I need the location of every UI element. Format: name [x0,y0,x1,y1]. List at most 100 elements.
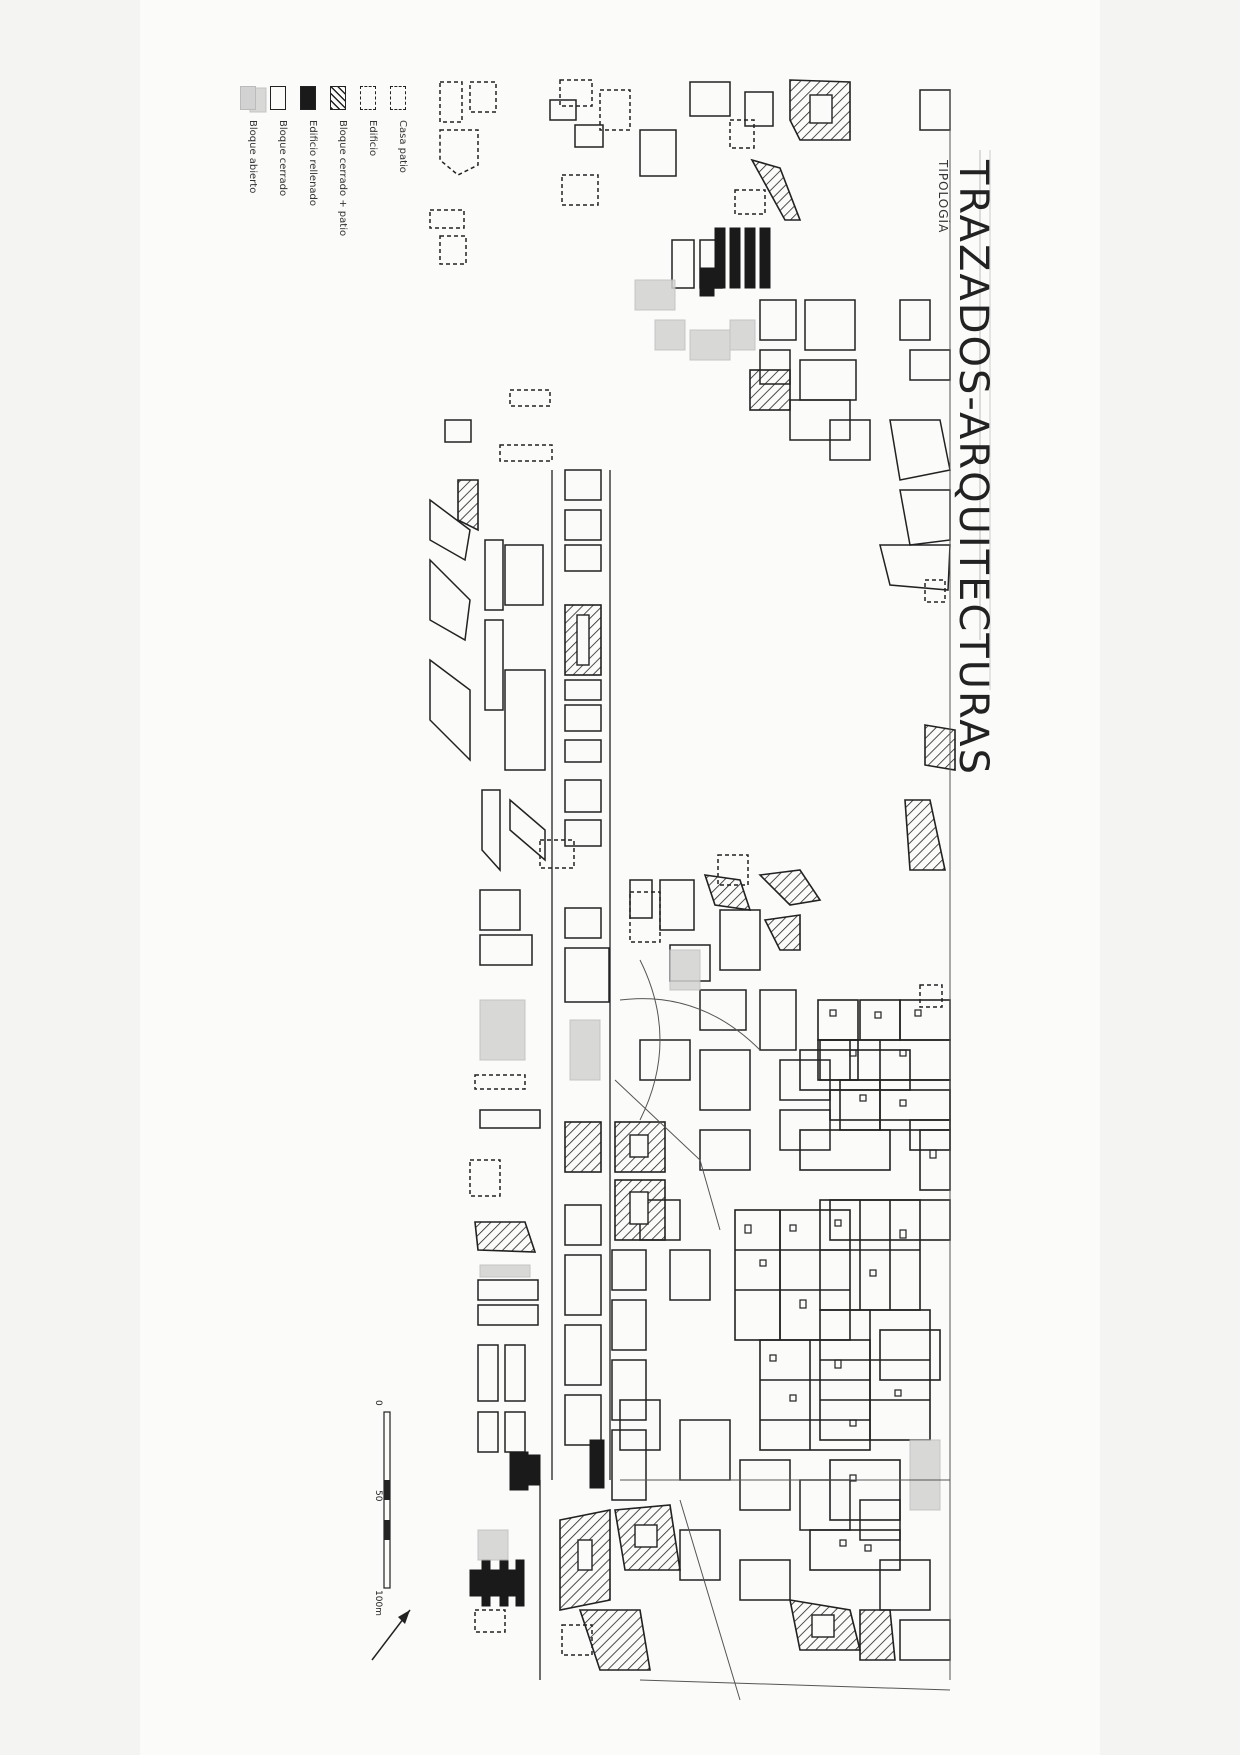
title-block: TRAZADOS-ARQUITECTURAS TIPOLOGÍA [916,160,996,776]
building [439,81,463,123]
patio-block [819,1309,931,1441]
building [734,189,766,215]
casa-patio-grid [734,999,951,1571]
block [477,1344,499,1402]
block [564,1204,602,1246]
building [439,235,467,265]
solid-block [744,227,756,289]
gray-block [477,1529,509,1561]
gray-block [729,319,756,351]
block [484,619,504,711]
solid-block [509,1451,529,1491]
block [564,704,602,732]
block [689,81,731,117]
block [564,679,602,701]
block [564,1394,602,1446]
legend-swatch [240,86,256,110]
block [799,1479,851,1531]
block [899,1619,951,1661]
buildings-solid [469,227,771,1607]
patio-block [839,1079,881,1131]
hatched-block [750,158,802,221]
building [599,89,631,131]
block [759,299,797,341]
building [439,129,479,176]
block [669,1249,711,1301]
block [799,359,857,401]
legend-swatch [270,86,286,110]
legend-label: Bloque abierto [247,120,258,194]
hatched-block [578,1609,651,1671]
block [564,907,602,939]
block [759,989,797,1051]
hatched-block [758,869,822,906]
solid-block [729,227,741,289]
scale-label-0: 0 [373,1400,383,1406]
building [729,119,755,149]
block [564,779,602,813]
block [479,1109,541,1129]
block [739,1559,791,1601]
legend-label: Casa patio [397,120,408,173]
page-title: TRAZADOS-ARQUITECTURAS [950,160,996,776]
block [549,99,577,121]
legend-item-bloque-cerrado-patio: Bloque cerrado + patio [330,86,354,316]
building [509,389,551,407]
courtyards [576,94,835,1638]
block [619,1399,661,1451]
legend-item-bloque-abierto: Bloque abierto [240,86,264,316]
building [561,174,599,206]
block [429,658,471,762]
hatched-block [749,369,791,411]
block [699,989,747,1031]
block [564,1324,602,1386]
patio-block [829,1089,951,1121]
legend: Casa patio Edificio Bloque cerrado + pat… [240,86,408,386]
hatched-block [859,1609,896,1661]
legend-swatch [360,86,376,110]
block [479,889,521,931]
block [504,1344,526,1402]
block [611,1429,647,1501]
legend-swatch [390,86,406,110]
block [611,1359,647,1421]
patio-block [734,1209,851,1341]
block [504,1411,526,1453]
buildings-outline [429,81,951,1661]
block [509,798,546,862]
patio-block [829,1459,901,1521]
scale-label-50: 50 [373,1490,383,1502]
solid-block [699,267,715,297]
block [444,419,472,443]
gray-block [669,949,701,991]
block [719,909,761,971]
streets [614,90,951,1701]
solid-block [515,1559,525,1607]
scale-label-100: 100m [373,1590,383,1616]
block [639,1039,691,1081]
hatched-block [564,1121,602,1173]
solid-block [589,1439,605,1489]
gray-block [689,329,731,361]
block [611,1249,647,1291]
buildings-dashed [429,79,946,1656]
building [717,854,749,886]
solid-block [527,1454,541,1486]
block [679,1419,731,1481]
building [539,839,575,869]
legend-label: Edificio rellenado [307,120,318,207]
road-lines [539,470,611,1680]
block [504,544,544,606]
legend-item-edificio: Edificio [360,86,384,316]
block [629,879,653,919]
block [671,239,695,289]
gray-block [634,279,676,311]
legend-swatch [300,86,316,110]
legend-swatch [330,86,346,110]
legend-item-bloque-cerrado: Bloque cerrado [270,86,294,316]
patio-block [809,1529,901,1571]
block [919,89,951,131]
block [504,669,546,771]
legend-label: Bloque cerrado [277,120,288,197]
gray-block [569,1019,601,1081]
